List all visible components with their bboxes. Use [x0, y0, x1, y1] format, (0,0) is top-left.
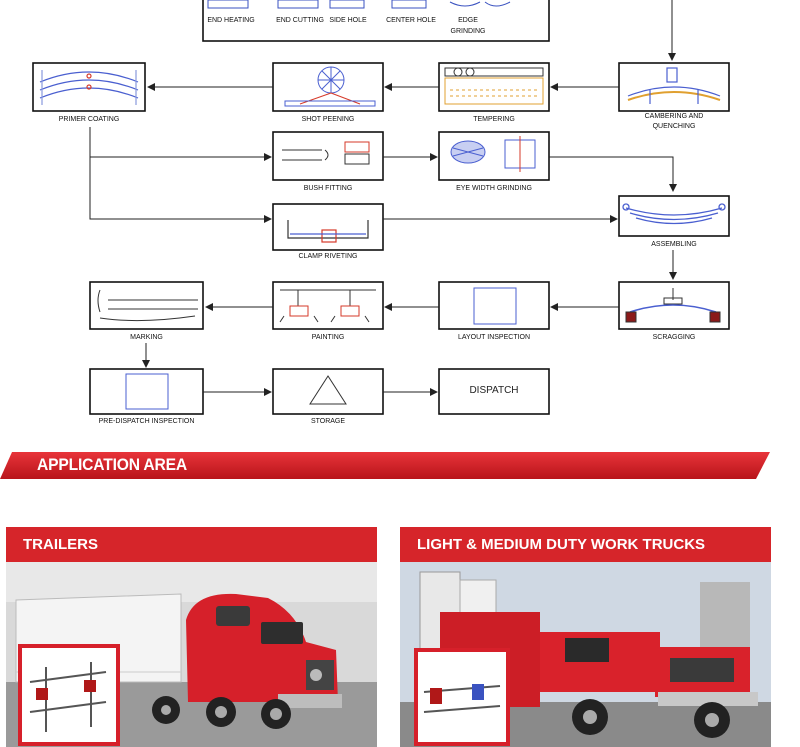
trailer-truck-photo	[6, 562, 377, 747]
work-trucks-panel-title: LIGHT & MEDIUM DUTY WORK TRUCKS	[417, 536, 706, 553]
label-pre-dispatch: PRE-DISPATCH INSPECTION	[98, 418, 195, 425]
assembling-box	[618, 195, 730, 237]
label-bush-fitting: BUSH FITTING	[303, 185, 353, 192]
assembling-sketch	[622, 203, 726, 225]
shot-peening-box	[272, 62, 384, 112]
application-area-banner	[0, 452, 770, 479]
label-painting: PAINTING	[311, 334, 345, 341]
label-shot-peening: SHOT PEENING	[301, 116, 355, 123]
step-label-side-hole: SIDE HOLE	[329, 17, 367, 24]
layout-inspection-square	[473, 287, 517, 325]
process-flow-diagram	[32, 0, 730, 415]
step-label-center-hole: CENTER HOLE	[386, 17, 436, 24]
scragging-sketch	[625, 288, 721, 323]
pre-dispatch-square	[125, 373, 169, 410]
eye-width-grinding-sketch	[450, 136, 536, 172]
clamp-riveting-box	[272, 203, 384, 251]
label-storage: STORAGE	[310, 418, 346, 425]
cambering-sketch	[627, 67, 721, 104]
dispatch-box	[438, 368, 550, 415]
primer-coating-sketch	[39, 70, 139, 105]
application-area-title: APPLICATION AREA	[37, 455, 187, 474]
label-dispatch: DISPATCH	[469, 385, 519, 396]
tempering-sketch	[444, 67, 544, 105]
clamp-riveting-sketch	[287, 220, 369, 243]
trailers-panel: TRAILERS	[6, 527, 377, 747]
marking-box	[89, 281, 204, 330]
work-trucks-panel-header: LIGHT & MEDIUM DUTY WORK TRUCKS	[400, 527, 771, 562]
step-label-edge: EDGE	[458, 17, 478, 24]
label-scragging: SCRAGGING	[652, 334, 696, 341]
marking-sketch	[97, 289, 198, 322]
shot-peening-sketch	[284, 66, 376, 107]
primer-coating-box	[32, 62, 146, 112]
storage-triangle	[309, 375, 347, 405]
painting-sketch	[279, 289, 376, 323]
tempering-box	[438, 62, 550, 112]
top-step-sketches	[207, 0, 511, 9]
work-trucks-panel: LIGHT & MEDIUM DUTY WORK TRUCKS	[400, 527, 771, 747]
label-assembling: ASSEMBLING	[651, 241, 697, 248]
label-tempering: TEMPERING	[473, 116, 515, 123]
label-clamp-riveting: CLAMP RIVETING	[298, 253, 358, 260]
label-eye-width-grinding: EYE WIDTH GRINDING	[456, 185, 532, 192]
step-label-end-heating: END HEATING	[207, 17, 255, 24]
label-quenching: QUENCHING	[652, 123, 696, 130]
step-label-grinding: GRINDING	[450, 28, 486, 35]
trailers-panel-header: TRAILERS	[6, 527, 377, 562]
label-cambering: CAMBERING AND	[644, 113, 704, 120]
work-truck-photo	[400, 562, 771, 747]
label-primer-coating: PRIMER COATING	[58, 116, 120, 123]
top-process-box	[202, 0, 550, 42]
trailers-panel-title: TRAILERS	[23, 536, 98, 553]
step-label-end-cutting: END CUTTING	[276, 17, 324, 24]
label-marking: MARKING	[130, 334, 163, 341]
bush-fitting-sketch	[282, 141, 370, 165]
label-layout-inspection: LAYOUT INSPECTION	[457, 334, 531, 341]
